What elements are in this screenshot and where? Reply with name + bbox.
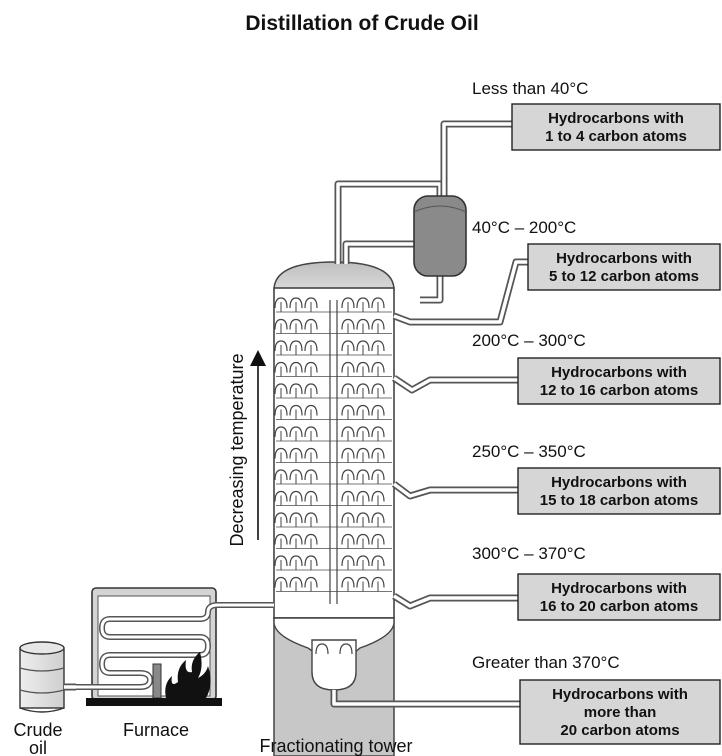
svg-text:15 to 18 carbon atoms: 15 to 18 carbon atoms (540, 492, 698, 509)
svg-text:5 to 12 carbon atoms: 5 to 12 carbon atoms (549, 268, 699, 285)
fraction-box-3: Hydrocarbons with 12 to 16 carbon atoms (517, 357, 721, 405)
condenser (413, 195, 467, 277)
temperature-axis-label: Decreasing temperature (227, 353, 247, 546)
fraction-temp-3: 200°C – 300°C (472, 331, 586, 350)
svg-text:more than: more than (584, 704, 657, 721)
fraction-box-6: Hydrocarbons with more than 20 carbon at… (519, 679, 721, 745)
fractionating-tower (273, 261, 395, 756)
svg-text:Hydrocarbons with: Hydrocarbons with (548, 110, 684, 127)
svg-text:20 carbon atoms: 20 carbon atoms (560, 722, 679, 739)
tower-label: Fractionating tower (259, 736, 412, 756)
svg-text:Hydrocarbons with: Hydrocarbons with (556, 250, 692, 267)
furnace-label: Furnace (123, 720, 189, 740)
fraction-temp-1: Less than 40°C (472, 79, 588, 98)
fraction-temp-6: Greater than 370°C (472, 653, 620, 672)
fraction-box-2: Hydrocarbons with 5 to 12 carbon atoms (527, 243, 721, 291)
crude-oil-label: Crude (13, 720, 62, 740)
furnace (74, 587, 274, 706)
svg-text:12 to 16 carbon atoms: 12 to 16 carbon atoms (540, 382, 698, 399)
flame-icon (165, 652, 211, 698)
svg-text:Hydrocarbons with: Hydrocarbons with (551, 474, 687, 491)
fraction-box-4: Hydrocarbons with 15 to 18 carbon atoms (517, 467, 721, 515)
fraction-temp-5: 300°C – 370°C (472, 544, 586, 563)
svg-text:16 to 20 carbon atoms: 16 to 20 carbon atoms (540, 598, 698, 615)
svg-text:Hydrocarbons with: Hydrocarbons with (551, 364, 687, 381)
svg-text:Hydrocarbons with: Hydrocarbons with (551, 580, 687, 597)
crude-oil-label-line2: oil (29, 738, 47, 756)
pipes (64, 120, 528, 708)
fraction-temp-2: 40°C – 200°C (472, 218, 576, 237)
fraction-box-5: Hydrocarbons with 16 to 20 carbon atoms (517, 573, 721, 621)
fraction-box-1: Hydrocarbons with 1 to 4 carbon atoms (511, 103, 721, 151)
diagram-title: Distillation of Crude Oil (245, 12, 478, 35)
svg-text:1 to 4 carbon atoms: 1 to 4 carbon atoms (545, 128, 687, 145)
svg-text:Hydrocarbons with: Hydrocarbons with (552, 686, 688, 703)
crude-oil-barrel-icon (19, 641, 65, 713)
fraction-temp-4: 250°C – 350°C (472, 442, 586, 461)
